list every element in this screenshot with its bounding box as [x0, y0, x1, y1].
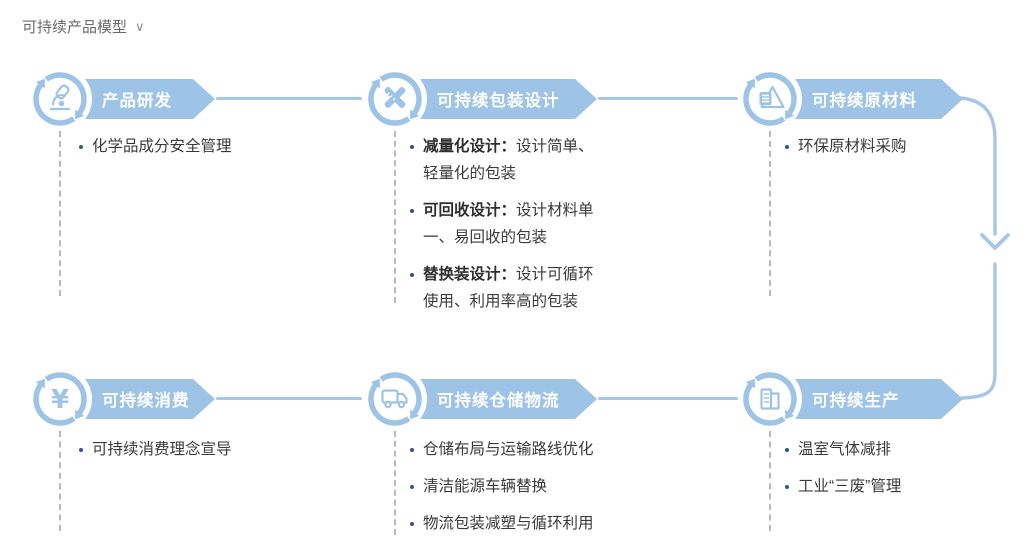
bullet-dot — [410, 521, 414, 526]
list-item: 清洁能源车辆替换 — [410, 473, 610, 500]
list-item: 温室气体减排 — [785, 436, 985, 463]
bullet-list-consumption: 可持续消费理念宣导 — [79, 436, 279, 473]
stage-node-consumption: 可持续消费 ¥ — [31, 370, 291, 428]
bullet-list-warehouse-logistics: 仓储布局与运输路线优化 清洁能源车辆替换 物流包装减塑与循环利用 — [410, 436, 610, 547]
list-item: 替换装设计：设计可循环使用、利用率高的包装 — [410, 261, 610, 315]
bullet-dot — [785, 144, 789, 149]
microscope-icon — [31, 70, 89, 128]
stage-node-product-rd: 产品研发 — [31, 70, 291, 128]
ruler-pencil-icon — [366, 70, 424, 128]
svg-text:¥: ¥ — [51, 385, 69, 415]
list-item: 工业“三废”管理 — [785, 473, 985, 500]
list-item: 仓储布局与运输路线优化 — [410, 436, 610, 463]
bullet-list-product-rd: 化学品成分安全管理 — [79, 133, 279, 170]
bullet-dot — [410, 272, 414, 277]
stage-node-raw-materials: 可持续原材料 — [741, 70, 1001, 128]
stage-node-production: 可持续生产 — [741, 370, 1001, 428]
list-item: 环保原材料采购 — [785, 133, 985, 160]
dashed-guide — [59, 431, 61, 531]
stage-banner: 可持续包装设计 — [395, 79, 597, 119]
dashed-guide — [394, 431, 396, 535]
stage-title: 可持续消费 — [102, 392, 190, 410]
stage-banner: 可持续仓储物流 — [395, 379, 597, 419]
list-item: 可持续消费理念宣导 — [79, 436, 279, 463]
page-title: 可持续产品模型 — [22, 19, 128, 36]
bullet-dot — [410, 208, 414, 213]
bullet-dot — [785, 484, 789, 489]
stage-title: 可持续生产 — [812, 392, 900, 410]
connector-line — [598, 397, 738, 400]
dashed-guide — [769, 131, 771, 296]
factory-icon — [741, 370, 799, 428]
stage-title: 可持续包装设计 — [437, 92, 560, 110]
recycled-materials-icon — [741, 70, 799, 128]
stage-node-packaging-design: 可持续包装设计 — [366, 70, 626, 128]
bullet-list-production: 温室气体减排 工业“三废”管理 — [785, 436, 985, 510]
connector-line — [216, 397, 362, 400]
list-item: 化学品成分安全管理 — [79, 133, 279, 160]
bullet-dot — [79, 144, 83, 149]
stage-banner: 可持续生产 — [770, 379, 963, 419]
list-item: 可回收设计：设计材料单一、易回收的包装 — [410, 197, 610, 251]
bullet-list-raw-materials: 环保原材料采购 — [785, 133, 985, 170]
bullet-dot — [410, 447, 414, 452]
bullet-list-packaging-design: 减量化设计：设计简单、轻量化的包装 可回收设计：设计材料单一、易回收的包装 替换… — [410, 133, 610, 325]
model-selector[interactable]: 可持续产品模型 ∨ — [22, 16, 145, 37]
bullet-dot — [410, 484, 414, 489]
list-item: 减量化设计：设计简单、轻量化的包装 — [410, 133, 610, 187]
stage-node-warehouse-logistics: 可持续仓储物流 — [366, 370, 626, 428]
stage-title: 可持续仓储物流 — [437, 392, 560, 410]
truck-icon — [366, 370, 424, 428]
stage-title: 可持续原材料 — [812, 92, 917, 110]
connector-line — [598, 97, 738, 100]
dashed-guide — [769, 431, 771, 531]
dashed-guide — [394, 131, 396, 303]
bullet-dot — [410, 144, 414, 149]
yuan-currency-icon: ¥ — [31, 370, 89, 428]
stage-title: 产品研发 — [102, 92, 172, 110]
chevron-down-icon: ∨ — [135, 18, 145, 34]
connector-line — [216, 97, 362, 100]
bullet-dot — [79, 447, 83, 452]
dashed-guide — [59, 131, 61, 296]
list-item: 物流包装减塑与循环利用 — [410, 510, 610, 537]
bullet-dot — [785, 447, 789, 452]
stage-banner: 可持续原材料 — [770, 79, 963, 119]
